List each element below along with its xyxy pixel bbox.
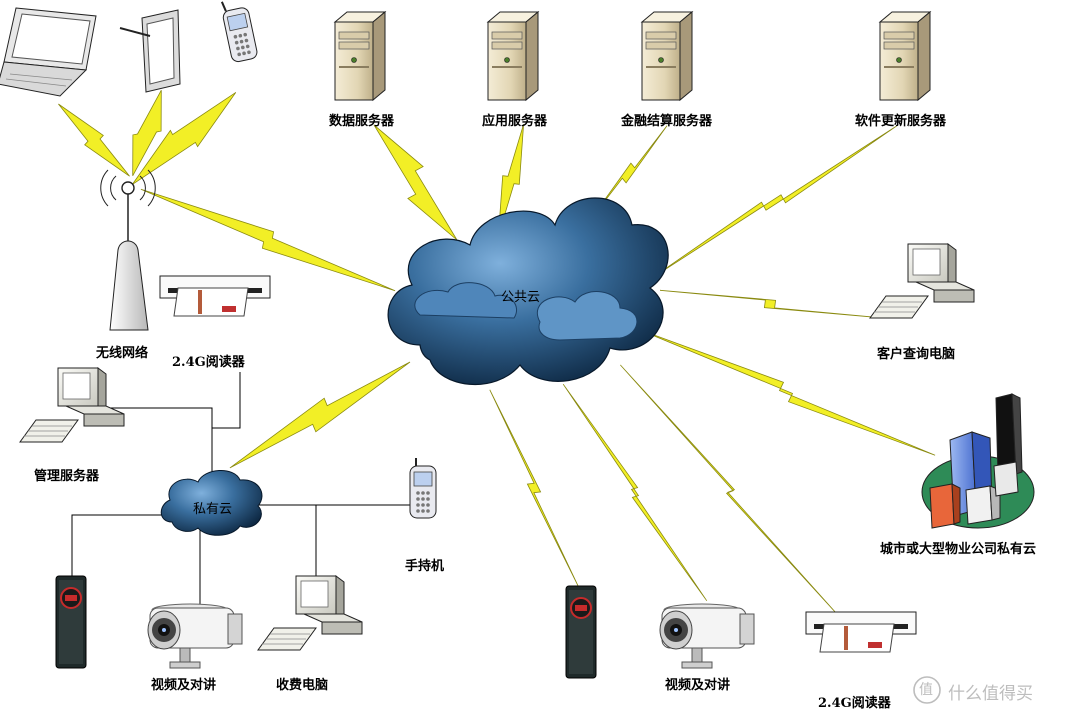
line-mgmt-server — [110, 407, 213, 478]
label-private-cloud: 私有云 — [193, 502, 233, 517]
camera-right-icon — [659, 603, 755, 669]
private-network-lines — [71, 372, 412, 604]
billing-pc-icon — [257, 575, 363, 651]
label-reader-top: 2.4G阅读器 — [172, 355, 245, 370]
bolt-private-cloud — [229, 361, 411, 469]
public-cloud-icon — [387, 197, 669, 385]
label-reader-bottom: 2.4G阅读器 — [818, 696, 891, 711]
bolt-camera-right — [562, 383, 708, 602]
camera-left-icon — [147, 603, 243, 669]
reader-bottom-icon — [805, 611, 917, 653]
bolt-tablet — [132, 90, 162, 176]
mgmt-server-pc-icon — [19, 367, 125, 443]
watermark-logo — [913, 676, 941, 704]
handheld-icon — [409, 458, 437, 519]
bolt-access-panel-right — [489, 389, 579, 587]
laptop-icon — [0, 7, 97, 97]
wireless-links — [58, 90, 936, 619]
label-handheld: 手持机 — [405, 559, 445, 574]
label-video-intercom-right: 视频及对讲 — [665, 678, 731, 693]
tablet-icon — [119, 9, 181, 93]
label-app-server: 应用服务器 — [482, 114, 548, 129]
bolt-customer-pc — [659, 289, 881, 319]
line-reader-top — [212, 372, 241, 429]
line-access-panel-left — [71, 514, 170, 578]
reader-top-icon — [159, 275, 271, 317]
bolt-city-cloud — [636, 328, 936, 456]
label-city-cloud: 城市或大型物业公司私有云 — [880, 542, 1037, 557]
finance-server-icon — [641, 11, 693, 101]
label-public-cloud: 公共云 — [501, 290, 541, 305]
label-update-server: 软件更新服务器 — [855, 114, 947, 129]
label-billing-pc: 收费电脑 — [276, 678, 329, 693]
watermark-symbol: 值 — [919, 682, 933, 698]
customer-pc-icon — [869, 243, 975, 319]
label-customer-pc: 客户查询电脑 — [877, 347, 956, 362]
label-video-intercom-left: 视频及对讲 — [151, 678, 217, 693]
bolt-wireless-cloud — [140, 188, 396, 292]
data-server-icon — [334, 11, 386, 101]
bolt-laptop — [58, 103, 130, 177]
access-panel-left-icon — [55, 575, 87, 669]
city-buildings-icon — [921, 393, 1035, 529]
bolt-update-server — [650, 125, 897, 280]
label-mgmt-server: 管理服务器 — [34, 469, 100, 484]
update-server-icon — [879, 11, 931, 101]
wireless-tower-icon — [100, 169, 156, 331]
label-finance-server: 金融结算服务器 — [621, 114, 713, 129]
private-cloud-icon — [160, 470, 263, 536]
access-panel-right-icon — [565, 585, 597, 679]
watermark-text: 什么值得买 — [948, 684, 1033, 704]
app-server-icon — [487, 11, 539, 101]
phone-top-icon — [220, 1, 259, 64]
label-data-server: 数据服务器 — [329, 114, 395, 129]
bolt-data-server — [373, 124, 458, 241]
label-wireless-network: 无线网络 — [96, 346, 149, 361]
